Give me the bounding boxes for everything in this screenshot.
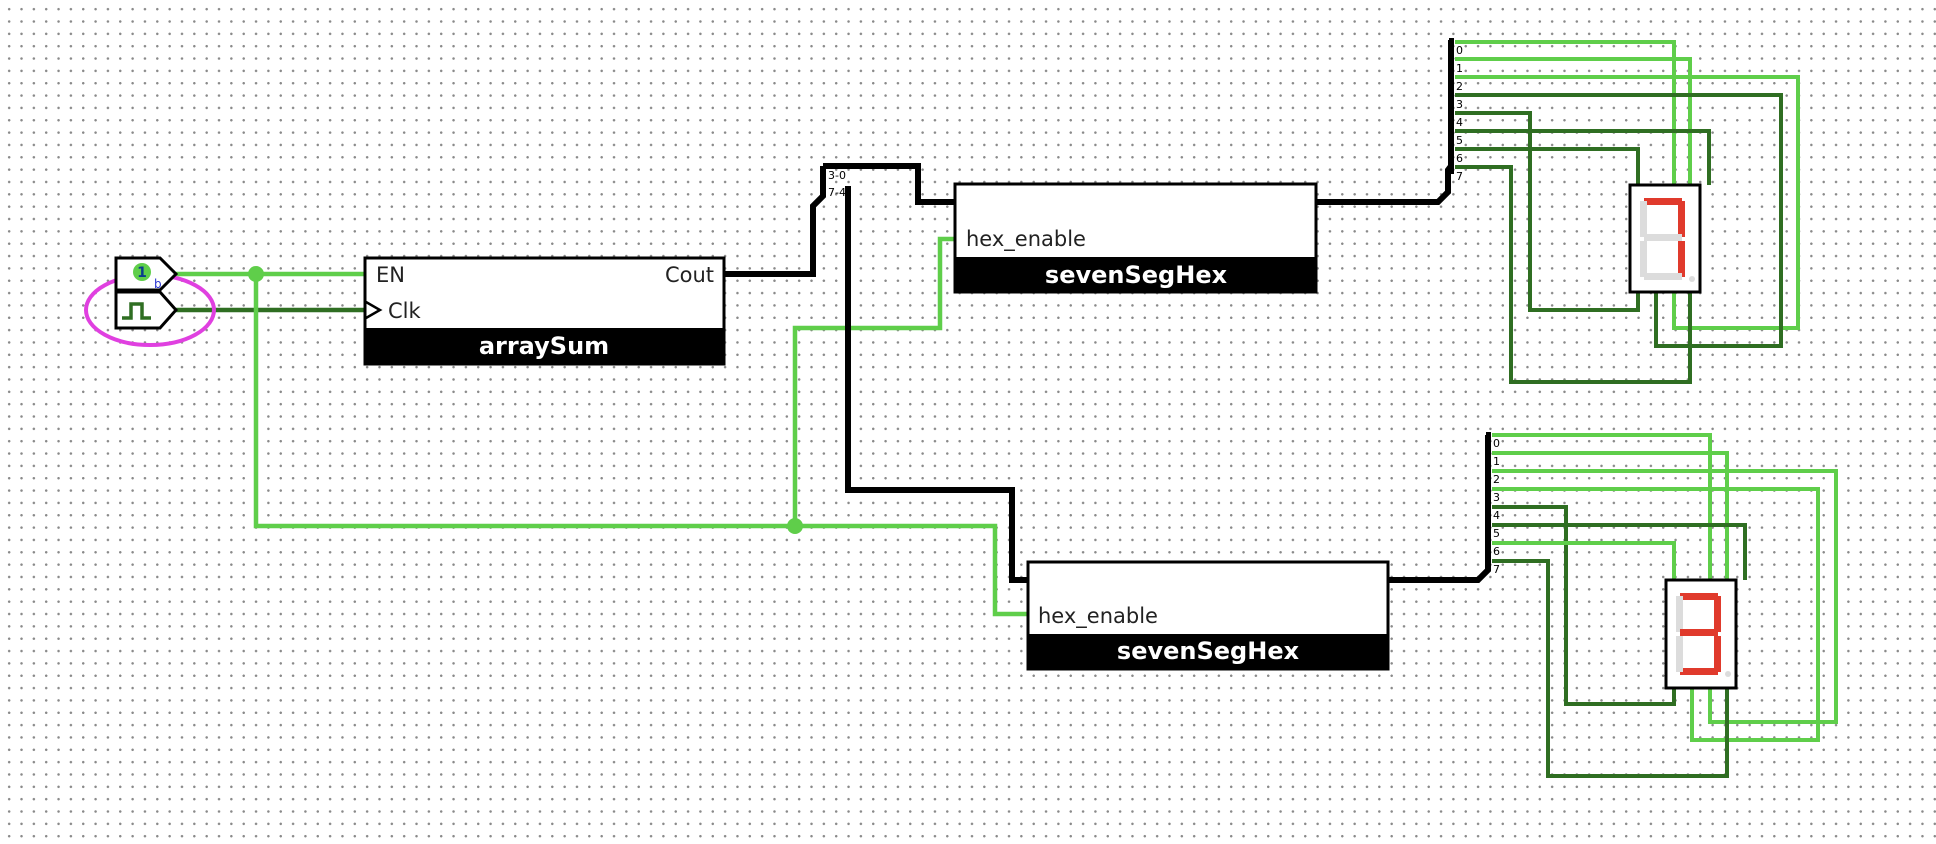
bottom-bit-label-0: 0: [1493, 437, 1500, 450]
hex-top-enable-label: hex_enable: [966, 227, 1086, 252]
seven-seg-hex-top[interactable]: sevenSegHex hex_enable: [953, 182, 1318, 294]
bottom-bit3-wire[interactable]: [1492, 487, 1820, 742]
constant-led-icon: [133, 263, 151, 281]
port-cout-label: Cout: [665, 263, 714, 287]
top-segment-c: [1678, 241, 1685, 277]
bottom-segment-f: [1676, 596, 1683, 632]
low-nibble-bus[interactable]: [823, 163, 955, 205]
bottom-segment-b: [1714, 596, 1721, 632]
top-bit1-wire[interactable]: [1455, 57, 1692, 185]
bottom-bit-label-1: 1: [1493, 455, 1500, 468]
bottom-bit0-wire[interactable]: [1492, 433, 1712, 580]
top-bit6-wire[interactable]: [1455, 147, 1640, 185]
bottom-segment-c: [1714, 636, 1721, 672]
bottom-bit7-wire[interactable]: [1492, 559, 1729, 778]
bottom-bit-label-2: 2: [1493, 473, 1500, 486]
port-en-label: EN: [376, 263, 405, 287]
cout-bus[interactable]: [724, 172, 826, 277]
hex-bottom-enable-label: hex_enable: [1038, 604, 1158, 629]
bottom-bit2-wire[interactable]: [1492, 469, 1838, 724]
junction-enable: [787, 518, 803, 534]
top-segment-b: [1678, 201, 1685, 237]
seven-segment-display-top[interactable]: [1628, 183, 1702, 294]
nibble-splitter[interactable]: 3-0 7-4: [820, 166, 846, 199]
bottom-bit-label-4: 4: [1493, 509, 1500, 522]
hex-top-title: sevenSegHex: [1045, 261, 1228, 289]
top-bit7-wire[interactable]: [1455, 165, 1692, 384]
top-bit3-wire[interactable]: [1455, 93, 1783, 348]
bottom-hex-output-bus[interactable]: [1388, 435, 1491, 583]
seven-seg-hex-bottom[interactable]: sevenSegHex hex_enable: [1026, 560, 1390, 671]
constant-base: b: [154, 277, 162, 291]
bottom-segment-g: [1680, 629, 1718, 636]
top-bit2-wire[interactable]: [1455, 75, 1800, 330]
top-bit-label-1: 1: [1456, 62, 1463, 75]
bottom-bit-label-3: 3: [1493, 491, 1500, 504]
seven-segment-display-bottom[interactable]: [1664, 578, 1738, 690]
wires: [176, 40, 1838, 778]
bottom-segment-d: [1680, 668, 1718, 675]
splitter-low-label: 3-0: [828, 169, 846, 182]
top-segment-e: [1640, 241, 1647, 277]
bottom-bit-label-6: 6: [1493, 545, 1500, 558]
top-segment-g: [1644, 234, 1682, 241]
top-bit-label-3: 3: [1456, 98, 1463, 111]
top-bit-label-7: 7: [1456, 170, 1463, 183]
top-bit-label-0: 0: [1456, 44, 1463, 57]
top-bit-label-2: 2: [1456, 80, 1463, 93]
hex-bottom-title: sevenSegHex: [1117, 637, 1300, 665]
top-segment-f: [1640, 201, 1647, 237]
top-segment-dp: [1689, 276, 1695, 282]
bottom-bit1-wire[interactable]: [1492, 451, 1729, 580]
top-output-splitter[interactable]: 0 1 2 3 4 5 6 7: [1449, 38, 1463, 183]
top-segment-d: [1644, 273, 1682, 280]
bottom-output-splitter[interactable]: 0 1 2 3 4 5 6 7: [1486, 432, 1500, 576]
top-bit-label-5: 5: [1456, 134, 1463, 147]
array-sum-component[interactable]: arraySum EN Clk Cout: [363, 256, 726, 366]
top-hex-output-bus[interactable]: [1316, 40, 1454, 205]
bottom-bit-label-7: 7: [1493, 563, 1500, 576]
bottom-segment-e: [1676, 636, 1683, 672]
clk-triangle-icon: [365, 300, 383, 320]
high-nibble-bus[interactable]: [845, 186, 1028, 583]
bottom-segment-dp: [1725, 671, 1731, 677]
top-bit-label-4: 4: [1456, 116, 1463, 129]
top-segment-a: [1644, 198, 1682, 205]
enable-net-wire[interactable]: [253, 274, 1028, 617]
enable-branch-top-wire[interactable]: [792, 236, 955, 526]
junction-en: [248, 266, 264, 282]
top-bit0-wire[interactable]: [1455, 40, 1676, 185]
bottom-bit4-wire[interactable]: [1492, 505, 1676, 706]
bottom-bit5-wire[interactable]: [1492, 523, 1747, 580]
top-bit5-wire[interactable]: [1455, 129, 1711, 185]
constant-value: 1: [137, 265, 147, 281]
bottom-segment-a: [1680, 593, 1718, 600]
clock-input-pin[interactable]: [114, 290, 179, 330]
constant-input-pin[interactable]: 1 b: [114, 256, 179, 292]
array-sum-title: arraySum: [479, 332, 609, 360]
top-bit-label-6: 6: [1456, 152, 1463, 165]
splitter-high-label: 7-4: [828, 186, 846, 199]
bottom-bit6-wire[interactable]: [1492, 541, 1676, 580]
clock-waveform-icon: [122, 302, 151, 320]
port-clk-label: Clk: [388, 299, 421, 323]
top-bit4-wire[interactable]: [1455, 111, 1640, 312]
bottom-bit-label-5: 5: [1493, 527, 1500, 540]
